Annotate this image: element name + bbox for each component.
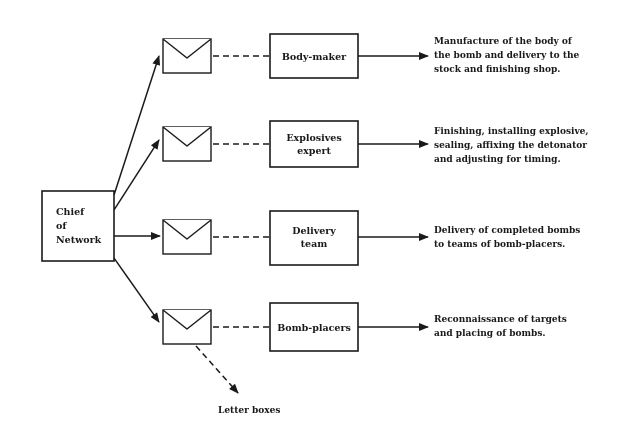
description-line: and placing of bombs. (434, 329, 546, 339)
description-line: to teams of bomb-placers. (434, 240, 565, 250)
description-bomb-placers: Reconnaissance of targets and placing of… (434, 315, 567, 339)
chief-label-line-3: Network (56, 235, 102, 246)
description-line: Reconnaissance of targets (434, 315, 567, 325)
description-delivery-team: Delivery of completed bombs to teams of … (434, 226, 580, 250)
letter-boxes-label: Letter boxes (218, 406, 280, 416)
role-delivery-team: Delivery team (269, 210, 359, 266)
chief-to-envelope-4-arrow (113, 257, 160, 323)
chief-to-envelope-2-arrow (113, 139, 160, 211)
role-bomb-placers: Bomb-placers (269, 302, 359, 352)
role-label-line-1: Explosives (286, 133, 341, 144)
description-line: Delivery of completed bombs (434, 226, 580, 236)
description-line: Manufacture of the body of (434, 37, 573, 47)
chief-label-line-1: Chief (56, 207, 85, 218)
role-label-line-2: expert (297, 146, 331, 157)
role-body-maker: Body-maker (269, 33, 359, 79)
chief-to-envelope-1-arrow (113, 55, 161, 196)
role-label-line-1: Delivery (292, 226, 336, 237)
envelope-icon (162, 219, 212, 255)
description-line: sealing, affixing the detonator (434, 141, 587, 151)
description-line: the bomb and delivery to the (434, 51, 580, 61)
chief-node: Chief of Network (41, 190, 115, 262)
role-label: Body-maker (282, 52, 347, 63)
description-line: Finishing, installing explosive, (434, 127, 589, 137)
envelope-icon (162, 38, 212, 74)
role-label-line-2: team (301, 239, 328, 250)
envelope-icon (162, 309, 212, 345)
envelope-icon (162, 126, 212, 162)
role-label: Bomb-placers (277, 323, 351, 334)
chief-box (41, 190, 115, 262)
description-line: stock and finishing shop. (434, 65, 560, 75)
chief-label-line-2: of (56, 221, 67, 232)
role-explosives-expert: Explosives expert (269, 120, 359, 168)
description-body-maker: Manufacture of the body of the bomb and … (434, 37, 580, 75)
letter-boxes-arrow (195, 345, 239, 394)
description-explosives-expert: Finishing, installing explosive, sealing… (434, 127, 589, 165)
description-line: and adjusting for timing. (434, 155, 561, 165)
